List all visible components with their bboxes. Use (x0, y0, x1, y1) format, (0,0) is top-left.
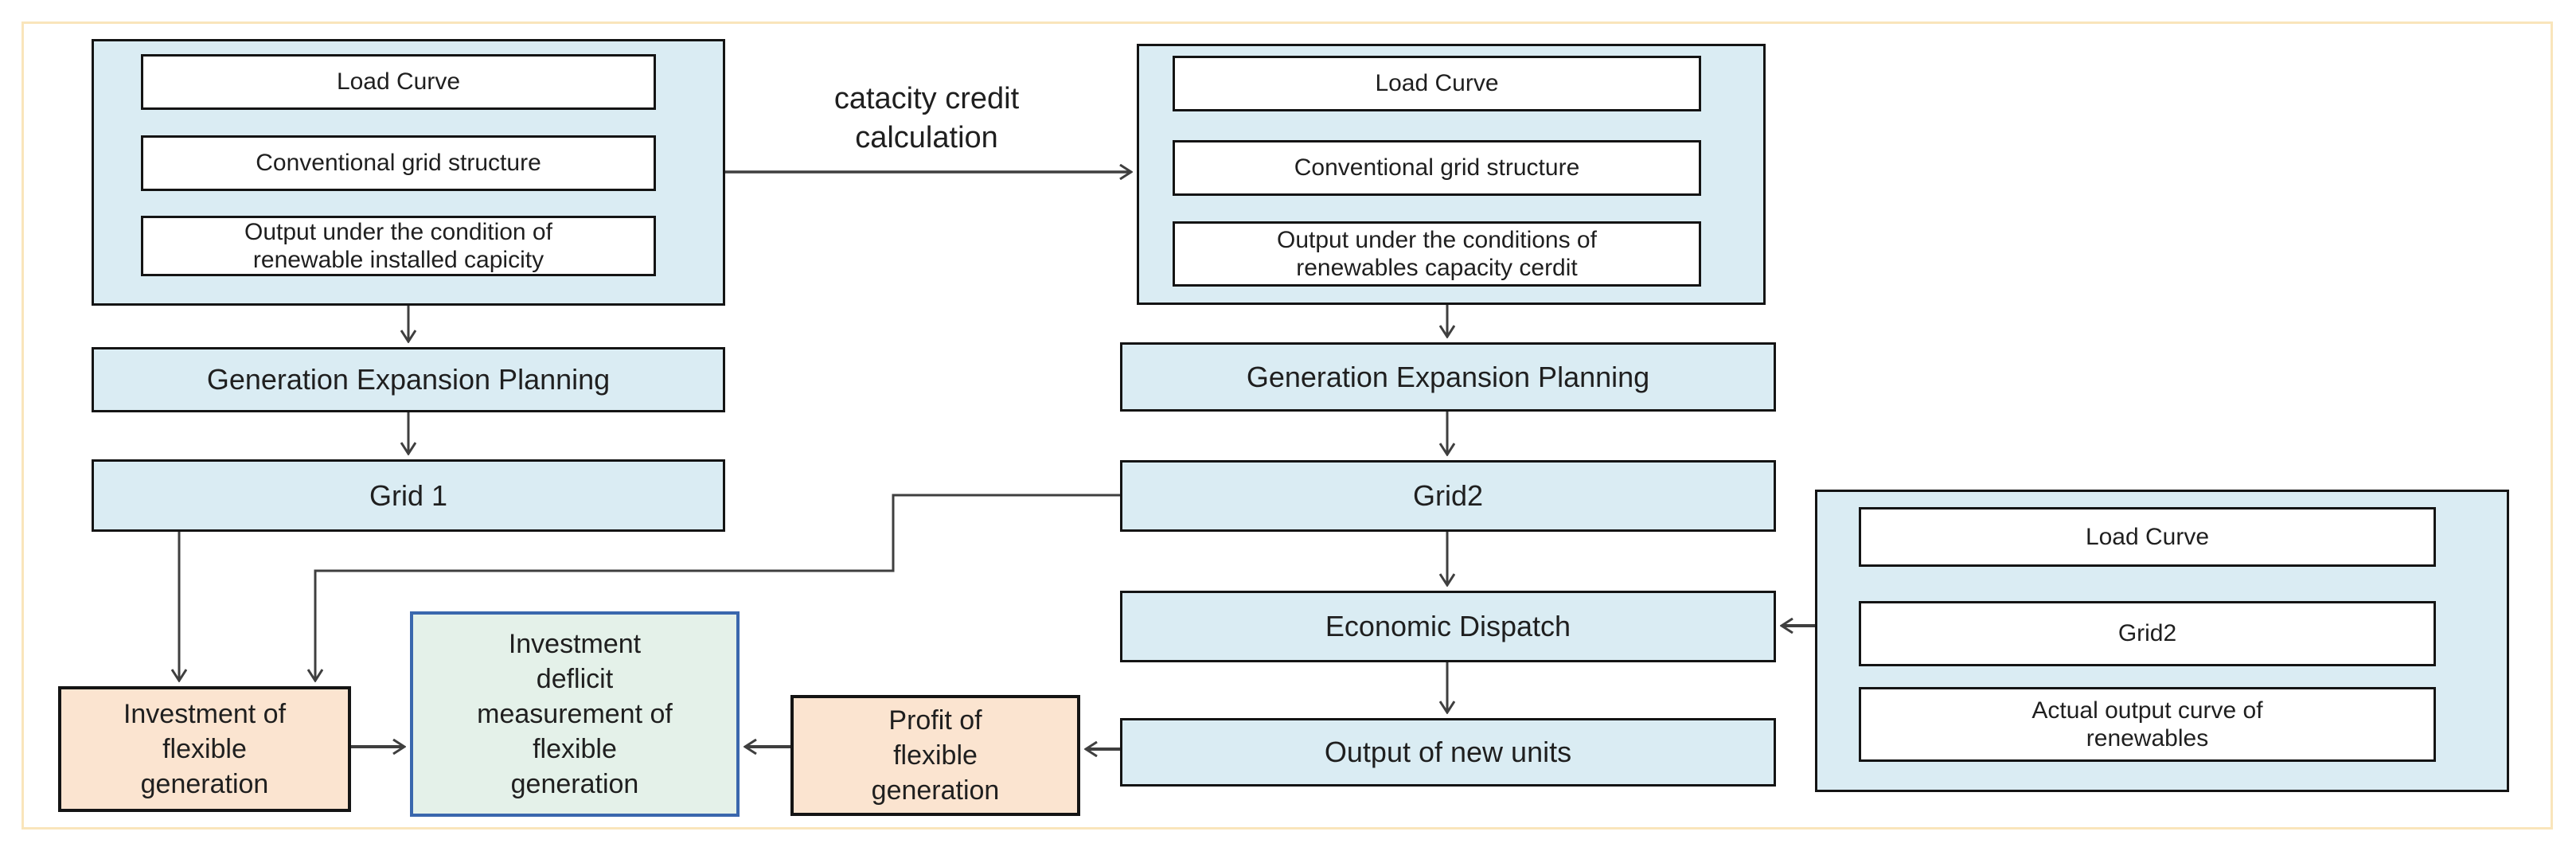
node-investment-of-flexible-generation: Investment of flexible generation (58, 686, 351, 812)
node-output-of-new-units: Output of new units (1120, 718, 1776, 787)
input-renewable-output-left: Output under the condition of renewable … (141, 216, 656, 276)
figure-frame (21, 21, 2553, 830)
node-grid2: Grid2 (1120, 460, 1776, 532)
node-generation-expansion-planning-left: Generation Expansion Planning (92, 347, 725, 412)
capacity-credit-label: catacity credit calculation (833, 82, 1020, 155)
input-grid-structure-right: Conventional grid structure (1173, 140, 1701, 196)
input-load-curve-dispatch: Load Curve (1859, 507, 2436, 567)
arrow-grid2-to-investment (315, 494, 1120, 680)
input-capacity-credit-output: Output under the conditions of renewable… (1173, 221, 1701, 287)
input-grid-structure-left: Conventional grid structure (141, 135, 656, 191)
input-grid2-dispatch: Grid2 (1859, 601, 2436, 666)
node-grid1: Grid 1 (92, 459, 725, 532)
node-investment-deficit-measurement: Investment deflicit measurement of flexi… (410, 611, 740, 817)
node-economic-dispatch: Economic Dispatch (1120, 591, 1776, 662)
node-profit-of-flexible-generation: Profit of flexible generation (790, 695, 1080, 816)
input-load-curve-left: Load Curve (141, 54, 656, 110)
input-actual-renewable-output: Actual output curve of renewables (1859, 687, 2436, 762)
input-load-curve-right: Load Curve (1173, 56, 1701, 111)
node-generation-expansion-planning-right: Generation Expansion Planning (1120, 342, 1776, 412)
